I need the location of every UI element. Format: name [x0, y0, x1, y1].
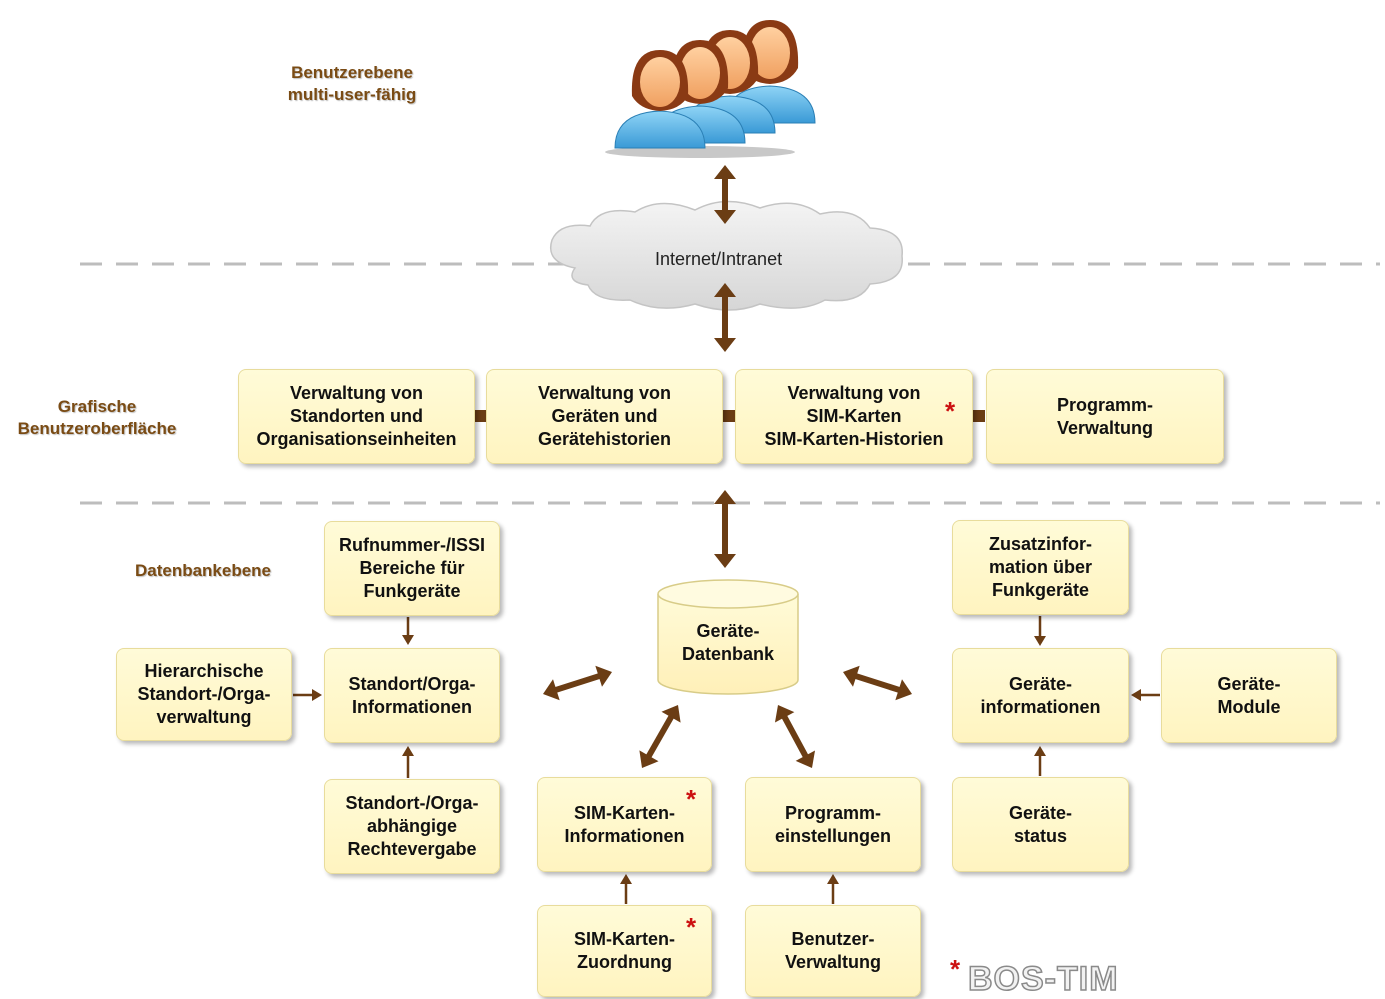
box-zusatzinformation: Zusatzinfor- mation über Funkgeräte	[952, 520, 1129, 615]
brand-logo: BOS-TIM	[967, 959, 1119, 999]
gui-box-programm: Programm- Verwaltung	[986, 369, 1224, 464]
gui-box-geraete: Verwaltung von Geräten und Gerätehistori…	[486, 369, 723, 464]
level-label-db: Datenbankebene	[134, 561, 272, 580]
box-geraetestatus: Geräte- status	[952, 777, 1129, 872]
arrow-db-standort	[543, 665, 612, 701]
database-label: Geräte- Datenbank	[681, 621, 775, 664]
box-benutzerverwaltung: Benutzer- Verwaltung	[745, 905, 921, 997]
gui-box-simkarten: Verwaltung von SIM-Karten SIM-Karten-His…	[735, 369, 973, 464]
marker-star-brand: *	[950, 954, 961, 984]
box-sim-informationen: SIM-Karten- Informationen	[537, 777, 712, 872]
box-geraeteinformationen: Geräte- informationen	[952, 648, 1129, 743]
arrow-db-programm	[774, 705, 816, 768]
box-programmeinstellungen: Programm- einstellungen	[745, 777, 921, 872]
gui-connector	[723, 410, 735, 422]
gui-connector	[973, 410, 985, 422]
marker-star-sim-zuordnung: *	[686, 912, 697, 942]
gui-connector	[474, 410, 486, 422]
cloud-label: Internet/Intranet	[655, 249, 783, 269]
arrow-users-cloud	[714, 165, 736, 224]
level-label-gui: Grafische Benutzeroberfläche	[17, 397, 177, 438]
box-sim-zuordnung: SIM-Karten- Zuordnung	[537, 905, 712, 997]
marker-star-gui-sim: *	[945, 396, 956, 426]
arrow-benutzer-programm	[827, 874, 839, 904]
arrow-module-geraete	[1131, 689, 1160, 701]
arrow-rechte-standort	[402, 746, 414, 778]
box-rufnummer: Rufnummer-/ISSI Bereiche für Funkgeräte	[324, 521, 500, 616]
box-geraetemodule: Geräte- Module	[1161, 648, 1337, 743]
arrow-rufnummer-standort	[402, 617, 414, 645]
gui-box-standorte: Verwaltung von Standorten und Organisati…	[238, 369, 475, 464]
arrows	[293, 165, 1160, 904]
box-rechtevergabe: Standort-/Orga- abhängige Rechtevergabe	[324, 779, 500, 874]
users-group-icon	[605, 20, 816, 158]
arrow-gui-database	[714, 490, 736, 568]
cloud-icon	[550, 200, 903, 311]
arrow-status-geraete	[1034, 746, 1046, 776]
arrow-cloud-gui	[714, 283, 736, 352]
box-hierarchische-verwaltung: Hierarchische Standort-/Orga- verwaltung	[116, 648, 292, 741]
database-icon	[657, 579, 799, 695]
level-label-user: Benutzerebene multi-user-fähig	[287, 63, 417, 104]
box-standort-informationen: Standort/Orga- Informationen	[324, 648, 500, 743]
arrow-hierarchisch-standort	[293, 689, 322, 701]
arrow-db-geraete	[843, 665, 912, 701]
arrow-zusatz-geraete	[1034, 616, 1046, 646]
arrow-zuordnung-siminfo	[620, 874, 632, 904]
marker-star-sim-info: *	[686, 784, 697, 814]
arrow-db-sim	[639, 705, 681, 768]
